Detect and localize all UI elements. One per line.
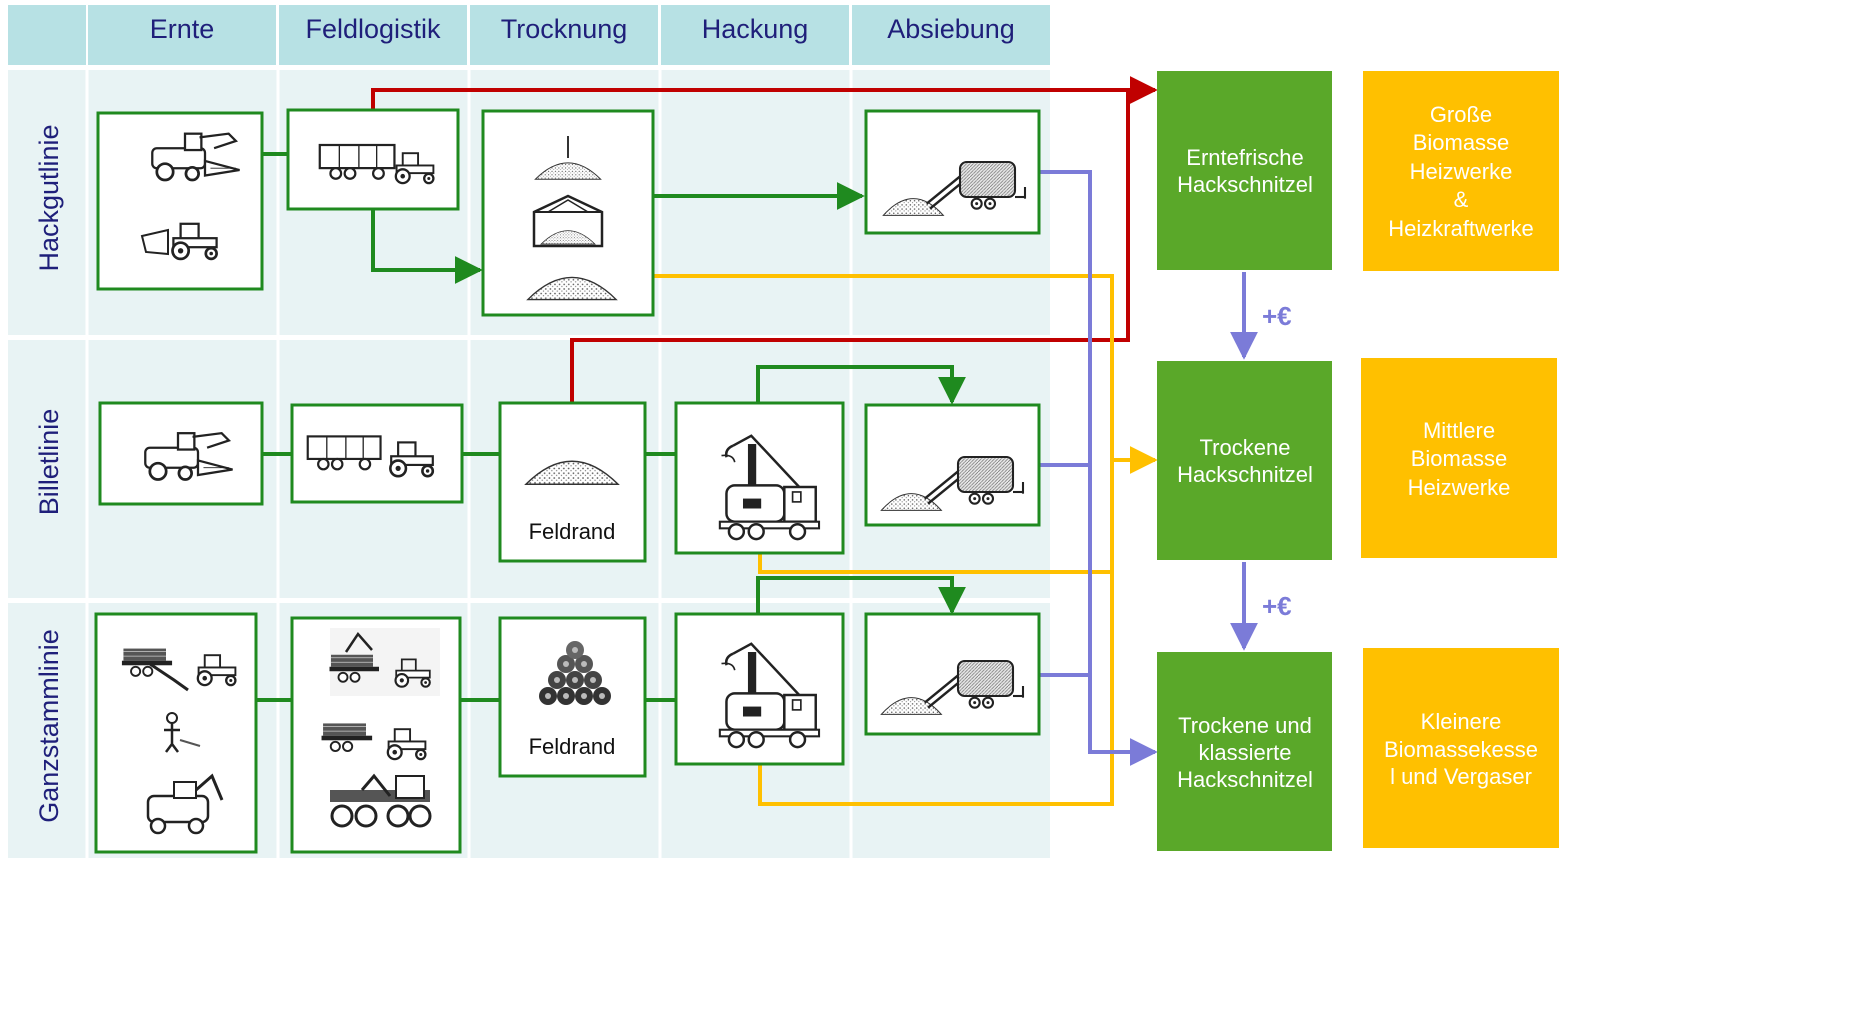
column-header-hackung: Hackung	[702, 14, 809, 44]
user-label-1-line-1: Große	[1430, 102, 1492, 127]
product-label-3-line-1: Trockene und	[1178, 713, 1312, 738]
product-box-1	[1157, 71, 1332, 270]
user-label-3-line-1: Kleinere	[1421, 709, 1502, 734]
product-box-2	[1157, 361, 1332, 560]
user-label-3-line-2: Biomassekesse	[1384, 737, 1538, 762]
value-added-label-1: +€	[1262, 301, 1292, 331]
column-header-feldlogistik: Feldlogistik	[305, 14, 441, 44]
row-label-ganzstammlinie: Ganzstammlinie	[34, 629, 64, 823]
classified-chip-arrows	[1039, 170, 1258, 766]
dry-chip-arrows	[653, 274, 1158, 806]
user-box-2	[1361, 358, 1557, 558]
column-header-trocknung: Trocknung	[501, 14, 628, 44]
user-label-2-line-2: Biomasse	[1411, 446, 1508, 471]
row-label-hackgutlinie: Hackgutlinie	[34, 124, 64, 271]
product-box-3	[1157, 652, 1332, 851]
user-label-1-line-2: Biomasse	[1413, 130, 1510, 155]
user-label-3-line-3: l und Vergaser	[1390, 764, 1532, 789]
fresh-chip-arrows	[371, 76, 1158, 403]
product-label-2-line-2: Hackschnitzel	[1177, 462, 1313, 487]
box-billet-ernte	[98, 401, 264, 506]
feldrand-label-billet: Feldrand	[529, 519, 616, 544]
user-label-1-line-4: &	[1454, 187, 1469, 212]
harvester-machine-icon	[146, 773, 224, 835]
user-box-3	[1363, 648, 1559, 848]
covered-pile-icon	[534, 136, 602, 180]
user-box-1	[1363, 71, 1559, 271]
row-label-billetlinie: Billetlinie	[34, 409, 64, 516]
shed-pile-icon	[532, 194, 604, 248]
log-pile-icon	[539, 641, 611, 705]
product-label-2-line-1: Trockene	[1200, 435, 1291, 460]
column-header-absiebung: Absiebung	[887, 14, 1015, 44]
chainsaw-worker-icon	[164, 712, 201, 753]
forwarder-icon	[330, 773, 432, 828]
feller-tractor-icon	[120, 647, 237, 692]
tractor-chipper-icon	[140, 222, 219, 261]
feldrand-label-stamm: Feldrand	[529, 734, 616, 759]
user-label-1-line-3: Heizwerke	[1410, 159, 1513, 184]
box-hackgut-ernte	[96, 111, 264, 291]
user-label-2-line-1: Mittlere	[1423, 418, 1495, 443]
product-label-1-line-1: Erntefrische	[1186, 145, 1303, 170]
column-header-ernte: Ernte	[150, 14, 215, 44]
user-label-1-line-5: Heizkraftwerke	[1388, 216, 1533, 241]
value-added-label-2: +€	[1262, 591, 1292, 621]
product-label-3-line-2: klassierte	[1199, 740, 1292, 765]
product-label-3-line-3: Hackschnitzel	[1177, 767, 1313, 792]
process-flow-arrows	[256, 152, 966, 702]
log-trailer-crane-icon	[328, 628, 440, 696]
product-label-1-line-2: Hackschnitzel	[1177, 172, 1313, 197]
user-label-2-line-3: Heizwerke	[1408, 475, 1511, 500]
